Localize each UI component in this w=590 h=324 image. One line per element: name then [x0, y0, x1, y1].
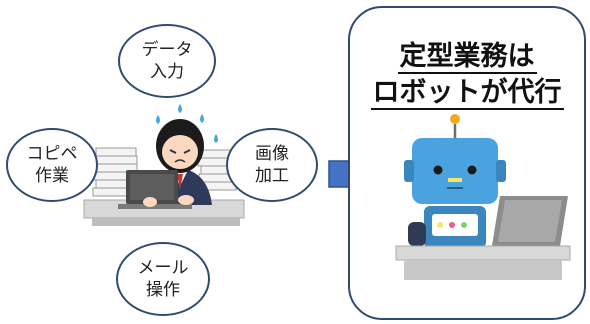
bubble-copy-paste: コピペ 作業 [6, 128, 98, 202]
bubble-mail-line1: メール [137, 258, 189, 278]
panel-title-line2: ロボットが代行 [370, 77, 564, 110]
bubble-image-edit-line1: 画像 [255, 144, 289, 164]
bubble-data-entry-line1: データ [141, 40, 193, 60]
bubble-data-entry: データ 入力 [118, 24, 216, 98]
bubble-mail: メール 操作 [116, 242, 210, 316]
bubble-copy-paste-line2: 作業 [35, 166, 69, 186]
bubble-image-edit: 画像 加工 [226, 128, 318, 202]
bubble-data-entry-line2: 入力 [150, 62, 184, 82]
bubble-copy-paste-line1: コピペ [26, 144, 78, 164]
bubble-mail-line2: 操作 [146, 280, 180, 300]
bubble-image-edit-line2: 加工 [255, 166, 289, 186]
panel-title-line1: 定型業務は [397, 41, 537, 74]
